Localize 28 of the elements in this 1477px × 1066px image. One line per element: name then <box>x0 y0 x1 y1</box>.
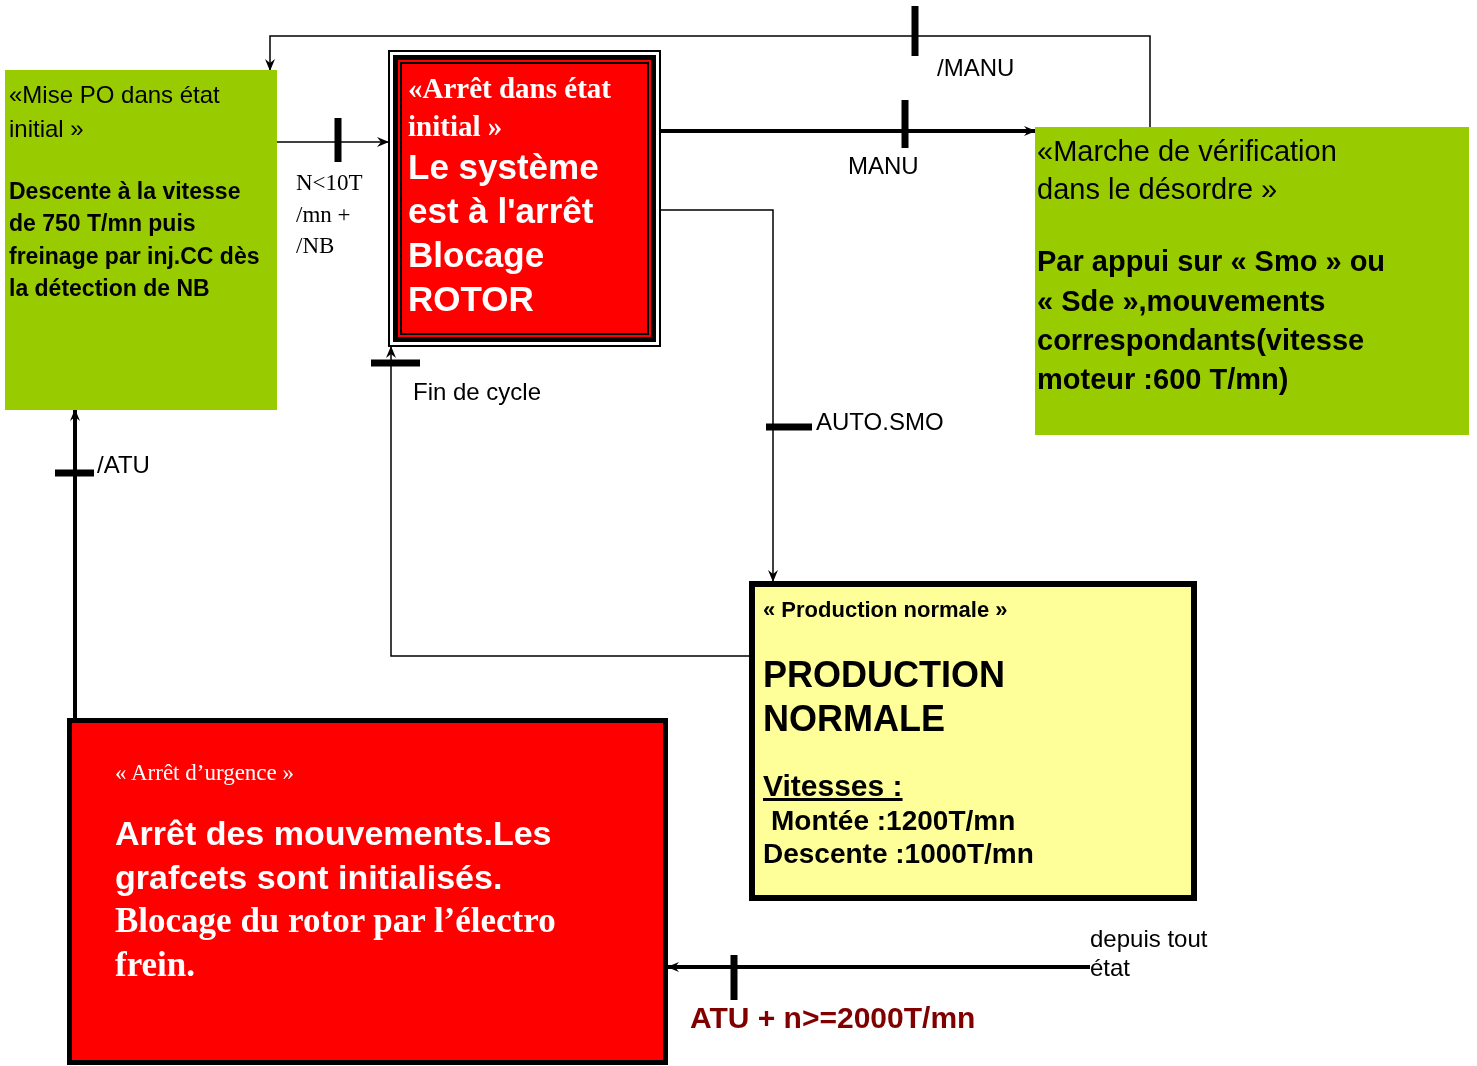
step-description: PRODUCTION NORMALE <box>763 653 1006 740</box>
step-description: Vitesses : <box>763 767 903 804</box>
step-description: Par appui sur « Smo » ou « Sde »,mouvements correspondants(vitesse moteur :600 T/mn) <box>1037 244 1387 397</box>
step-description: Le système est à l'arrêt <box>408 146 600 233</box>
transition-arrow <box>386 346 750 657</box>
step-description: Arrêt des mouvements.Les grafcets sont initialisés. <box>115 812 553 898</box>
step-box <box>1035 127 1469 435</box>
step-box <box>749 581 1197 901</box>
transition-arrow <box>70 409 80 718</box>
step-description: Blocage du rotor par l’électro frein. <box>115 899 557 986</box>
step-title: « Production normale » <box>763 597 1009 624</box>
transition-arrow <box>276 137 389 147</box>
note-text: depuis tout état <box>1090 925 1209 983</box>
step-title: « Arrêt d’urgence » <box>115 759 296 787</box>
step-description: Blocage ROTOR <box>408 233 546 320</box>
step-description: Montée :1200T/mn <box>770 803 1017 838</box>
initial-step-box <box>388 50 661 347</box>
step-box <box>5 70 277 410</box>
transition-arrow <box>667 962 1090 972</box>
transition-arrow <box>265 35 1151 128</box>
emergency-step-box <box>67 718 668 1065</box>
transition-arrow <box>660 209 778 582</box>
step-title: «Marche de vérification dans le désordre » <box>1037 134 1338 207</box>
transition-arrow <box>661 126 1036 136</box>
step-description: Descente :1000T/mn <box>763 837 1035 871</box>
step-title: «Arrêt dans état initial » <box>408 71 612 144</box>
step-description: Descente à la vitesse de 750 T/mn puis freinage par inj.CC dès la détection de NB <box>9 177 261 303</box>
step-title: «Mise PO dans état initial » <box>9 80 221 144</box>
